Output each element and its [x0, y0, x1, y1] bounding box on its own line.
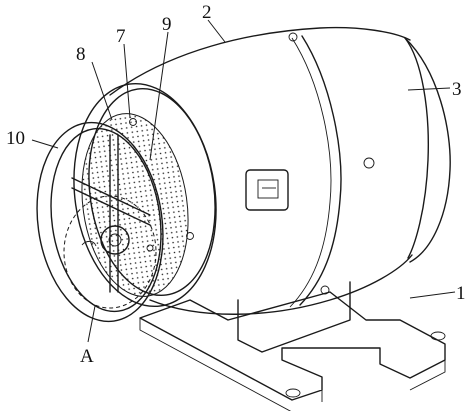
label-9: 9 — [162, 14, 172, 35]
leader-lines — [31, 19, 456, 343]
housing-screw-top — [288, 32, 298, 42]
label-A: A — [80, 346, 94, 367]
housing-screw-side — [363, 157, 375, 169]
label-10: 10 — [6, 128, 25, 149]
housing-label-plate — [245, 169, 289, 211]
label-3: 3 — [452, 79, 462, 100]
base-bolt-hole-front — [285, 388, 301, 398]
label-2: 2 — [202, 2, 212, 23]
housing-screw-bottom — [320, 285, 330, 295]
housing-switch — [257, 179, 279, 199]
detail-a-circle — [63, 195, 157, 309]
base-plate — [139, 281, 446, 411]
motor-housing — [109, 26, 413, 315]
label-7: 7 — [116, 26, 126, 47]
label-8: 8 — [76, 44, 86, 65]
center-gear — [100, 225, 130, 255]
label-1: 1 — [456, 283, 466, 304]
base-bolt-hole-rear — [430, 331, 446, 341]
rear-cap — [404, 37, 451, 263]
